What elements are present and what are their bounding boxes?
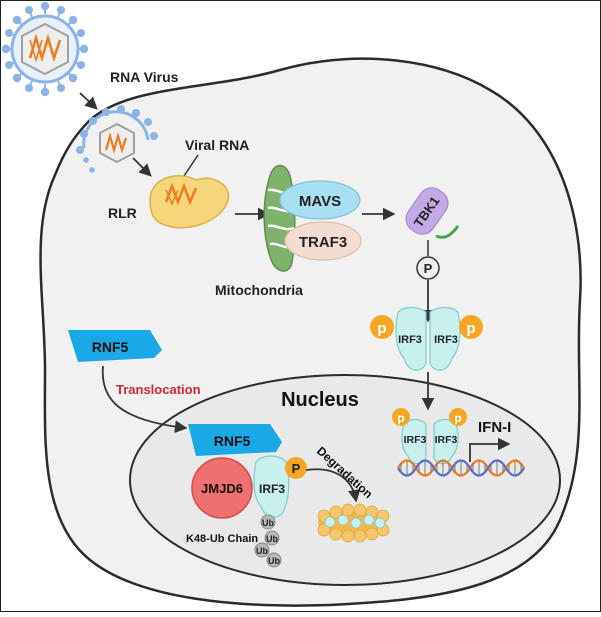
transcription-arrow [469,437,511,462]
mitochondria-label: Mitochondria [215,282,303,298]
irf3-nuc-right-label: IRF3 [435,434,458,446]
entering-virus [76,105,158,173]
mitochondria [263,164,296,272]
irf3-phospho-left-icon [370,315,394,339]
tbk1-phospho-icon [416,256,440,280]
ubiquitin-chain [254,514,282,568]
irf3-monomer-phospho-icon [285,457,307,479]
tbk1-kinase [405,187,460,239]
translocation-label: Translocation [116,382,201,397]
ifn-label: IFN-I [478,419,511,436]
rnf5-nucleus-label: RNF5 [214,433,251,449]
irf3-phospho-right-icon [459,315,483,339]
degradation-arrow [305,468,361,503]
viral-rna-label: Viral RNA [185,137,249,153]
irf3-nuc-phospho-left-label: p [397,411,404,425]
traf3-protein [284,221,362,261]
dna-helix [397,459,525,477]
rna-virus-particle [1,1,89,97]
irf3-dimer-cytoplasm [395,306,461,371]
jmjd6-protein [191,457,253,519]
irf3-monomer-label: IRF3 [259,482,285,496]
irf3-nuc-phospho-right-label: p [454,411,461,425]
traf3-label: TRAF3 [299,234,347,251]
irf3-nuc-phospho-left-icon [392,408,410,426]
rlr-receptor [149,175,230,229]
ub-label-2: Ub [266,534,278,544]
ub-label-3: Ub [256,546,268,556]
ub-label-1: Ub [262,518,274,528]
release-arrow [132,157,152,177]
rlr-label: RLR [108,205,137,221]
irf3-phospho-right-label: p [466,320,475,337]
jmjd6-label: JMJD6 [201,481,243,496]
ub-label-4: Ub [268,556,280,566]
proteasome [317,503,390,543]
irf3-right-label: IRF3 [434,334,458,346]
mavs-label: MAVS [299,193,341,210]
translocation-arrow [101,365,188,434]
irf3-nuc-phospho-right-icon [449,408,467,426]
irf3-left-label: IRF3 [398,334,422,346]
irf3-phospho-left-label: p [377,320,386,337]
irf3-monomer-phospho-label: P [292,461,301,476]
k48-label: K48-Ub Chain [186,533,258,545]
rna-virus-label: RNA Virus [110,69,179,85]
entry-arrow [79,92,98,110]
rnf5-cytoplasm-shape [68,330,162,362]
irf3-monomer [253,455,290,518]
tbk1-phospho-label: P [424,261,433,276]
irf3-dimer-nucleus [401,418,459,465]
rnf5-cytoplasm-label: RNF5 [92,339,129,355]
irf3-nuc-left-label: IRF3 [404,434,427,446]
rnf5-nucleus-shape [188,424,282,456]
mavs-protein [279,180,361,220]
nucleus-label: Nucleus [281,389,359,411]
